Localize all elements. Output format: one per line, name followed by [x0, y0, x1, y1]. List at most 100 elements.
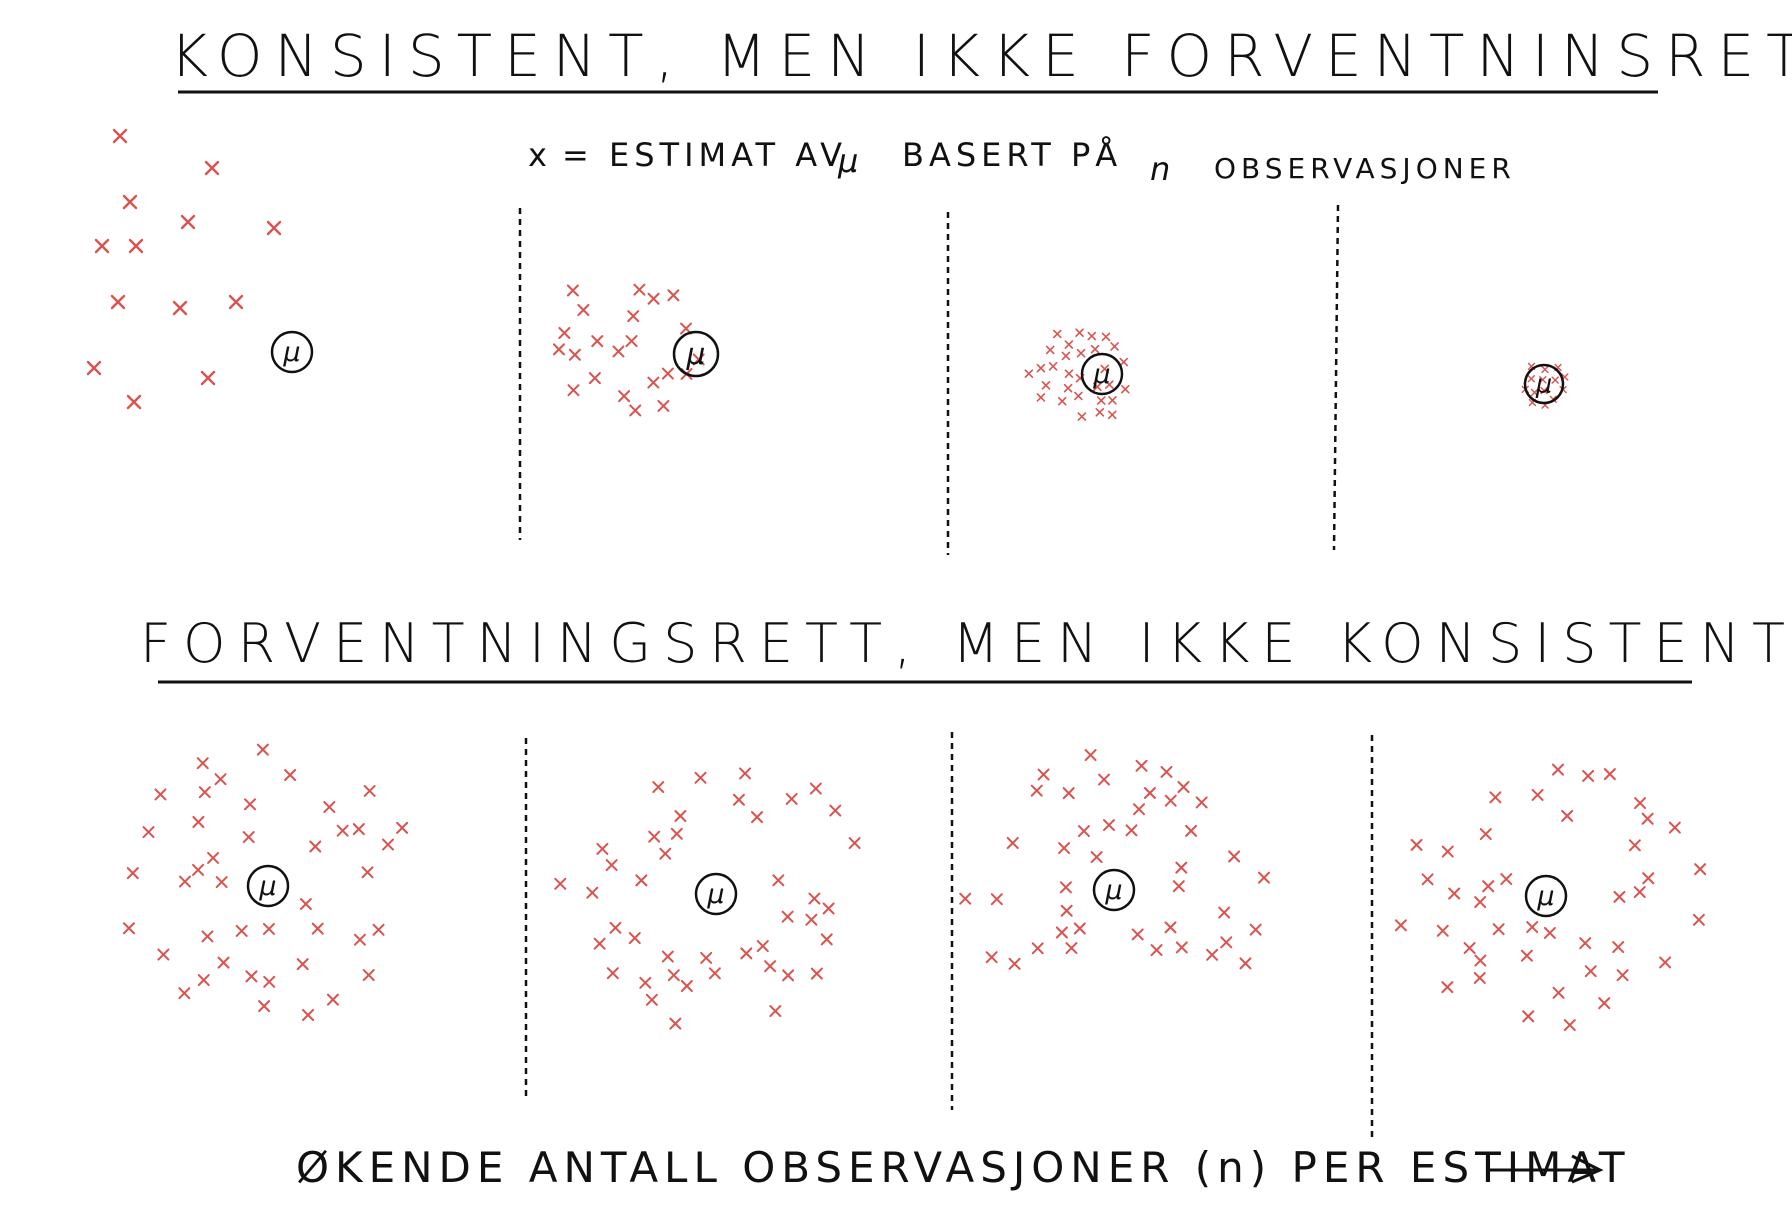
estimate-marker — [1520, 949, 1533, 962]
estimate-marker — [1052, 329, 1062, 339]
estimate-marker — [1095, 408, 1105, 417]
estimate-marker — [1031, 942, 1044, 955]
estimate-marker — [1598, 997, 1611, 1010]
estimate-marker — [178, 875, 191, 888]
top-panel-2: μ — [552, 283, 720, 417]
estimate-marker — [1175, 941, 1188, 954]
estimate-marker — [1218, 906, 1231, 919]
estimate-marker — [1100, 364, 1109, 374]
estimate-marker — [126, 394, 142, 410]
estimate-marker — [214, 773, 227, 786]
estimate-marker — [372, 923, 385, 936]
estimate-marker — [1584, 965, 1597, 978]
top-panel-1: μ — [86, 128, 314, 410]
estimate-marker — [591, 335, 604, 348]
estimate-marker — [1239, 957, 1252, 970]
estimate-marker — [618, 390, 631, 403]
estimate-marker — [1394, 919, 1407, 932]
estimate-marker — [245, 970, 258, 983]
legend-mu: μ — [837, 142, 863, 180]
estimate-marker — [554, 877, 567, 890]
estimate-marker — [122, 922, 135, 935]
estimate-marker — [1090, 851, 1103, 864]
estimate-marker — [629, 404, 642, 417]
estimate-marker — [1059, 881, 1072, 894]
estimate-marker — [311, 922, 324, 935]
estimate-marker — [1474, 896, 1487, 909]
estimate-marker — [639, 976, 652, 989]
mu-circle — [270, 330, 314, 374]
estimate-marker — [1668, 821, 1681, 834]
estimate-marker — [1543, 926, 1556, 939]
estimate-marker — [652, 781, 665, 794]
estimate-marker — [612, 345, 625, 358]
estimate-marker — [674, 810, 687, 823]
estimate-marker — [1110, 342, 1119, 351]
estimate-marker — [1076, 348, 1086, 358]
estimate-marker — [336, 824, 349, 837]
estimate-marker — [198, 786, 211, 799]
estimate-marker — [1694, 863, 1707, 876]
estimate-marker — [1101, 332, 1111, 342]
estimate-marker — [1500, 873, 1513, 886]
estimate-marker — [805, 913, 818, 926]
estimate-marker — [985, 951, 998, 964]
estimate-marker — [1073, 922, 1086, 935]
estimate-marker — [242, 831, 255, 844]
estimate-marker — [215, 876, 228, 889]
estimate-marker — [122, 194, 138, 210]
estimate-marker — [382, 838, 395, 851]
estimate-marker — [670, 827, 683, 840]
mu-circle — [694, 872, 738, 916]
estimate-marker — [1030, 784, 1043, 797]
estimate-marker — [694, 771, 707, 784]
estimate-marker — [228, 294, 244, 310]
estimate-marker — [756, 940, 769, 953]
estimate-marker — [1087, 331, 1097, 341]
estimate-marker — [1634, 797, 1647, 810]
estimate-marker — [1206, 948, 1219, 961]
estimate-marker — [1541, 365, 1549, 374]
estimate-marker — [1410, 838, 1423, 851]
estimate-marker — [1164, 794, 1177, 807]
estimate-marker — [810, 967, 823, 980]
estimate-marker — [1482, 880, 1495, 893]
estimate-marker — [126, 867, 139, 880]
estimate-marker — [1613, 890, 1626, 903]
estimate-marker — [142, 826, 155, 839]
estimate-marker — [593, 937, 606, 950]
estimate-marker — [820, 933, 833, 946]
estimate-marker — [1131, 928, 1144, 941]
bottom-panel-1: μ — [122, 743, 409, 1021]
estimate-marker — [625, 335, 638, 348]
estimate-marker — [1143, 787, 1156, 799]
mu-label: μ — [1535, 370, 1552, 400]
estimate-marker — [732, 793, 745, 806]
estimate-marker — [667, 969, 680, 982]
estimate-marker — [1603, 768, 1616, 781]
estimate-marker — [751, 811, 764, 824]
estimate-marker — [1249, 923, 1262, 936]
estimate-marker — [201, 930, 214, 943]
estimate-marker — [1195, 796, 1208, 809]
estimate-marker — [1257, 871, 1270, 884]
estimate-marker — [1102, 819, 1115, 832]
estimate-marker — [178, 987, 191, 1000]
estimate-marker — [1060, 904, 1073, 917]
bottom-panel-2: μ — [554, 767, 861, 1030]
estimate-marker — [605, 859, 618, 872]
estimate-marker — [740, 947, 753, 960]
estimate-marker — [635, 874, 648, 887]
estimate-marker — [263, 975, 276, 988]
estimate-marker — [659, 847, 672, 860]
right-arrow-icon — [1490, 1154, 1604, 1184]
estimate-marker — [200, 370, 216, 386]
estimate-marker — [1036, 363, 1046, 373]
estimate-marker — [1064, 340, 1074, 349]
estimate-marker — [1489, 791, 1502, 804]
estimate-marker — [204, 160, 220, 176]
estimate-marker — [739, 767, 752, 780]
estimate-marker — [1551, 763, 1564, 776]
estimate-marker — [258, 1000, 271, 1013]
estimate-marker — [568, 348, 581, 361]
